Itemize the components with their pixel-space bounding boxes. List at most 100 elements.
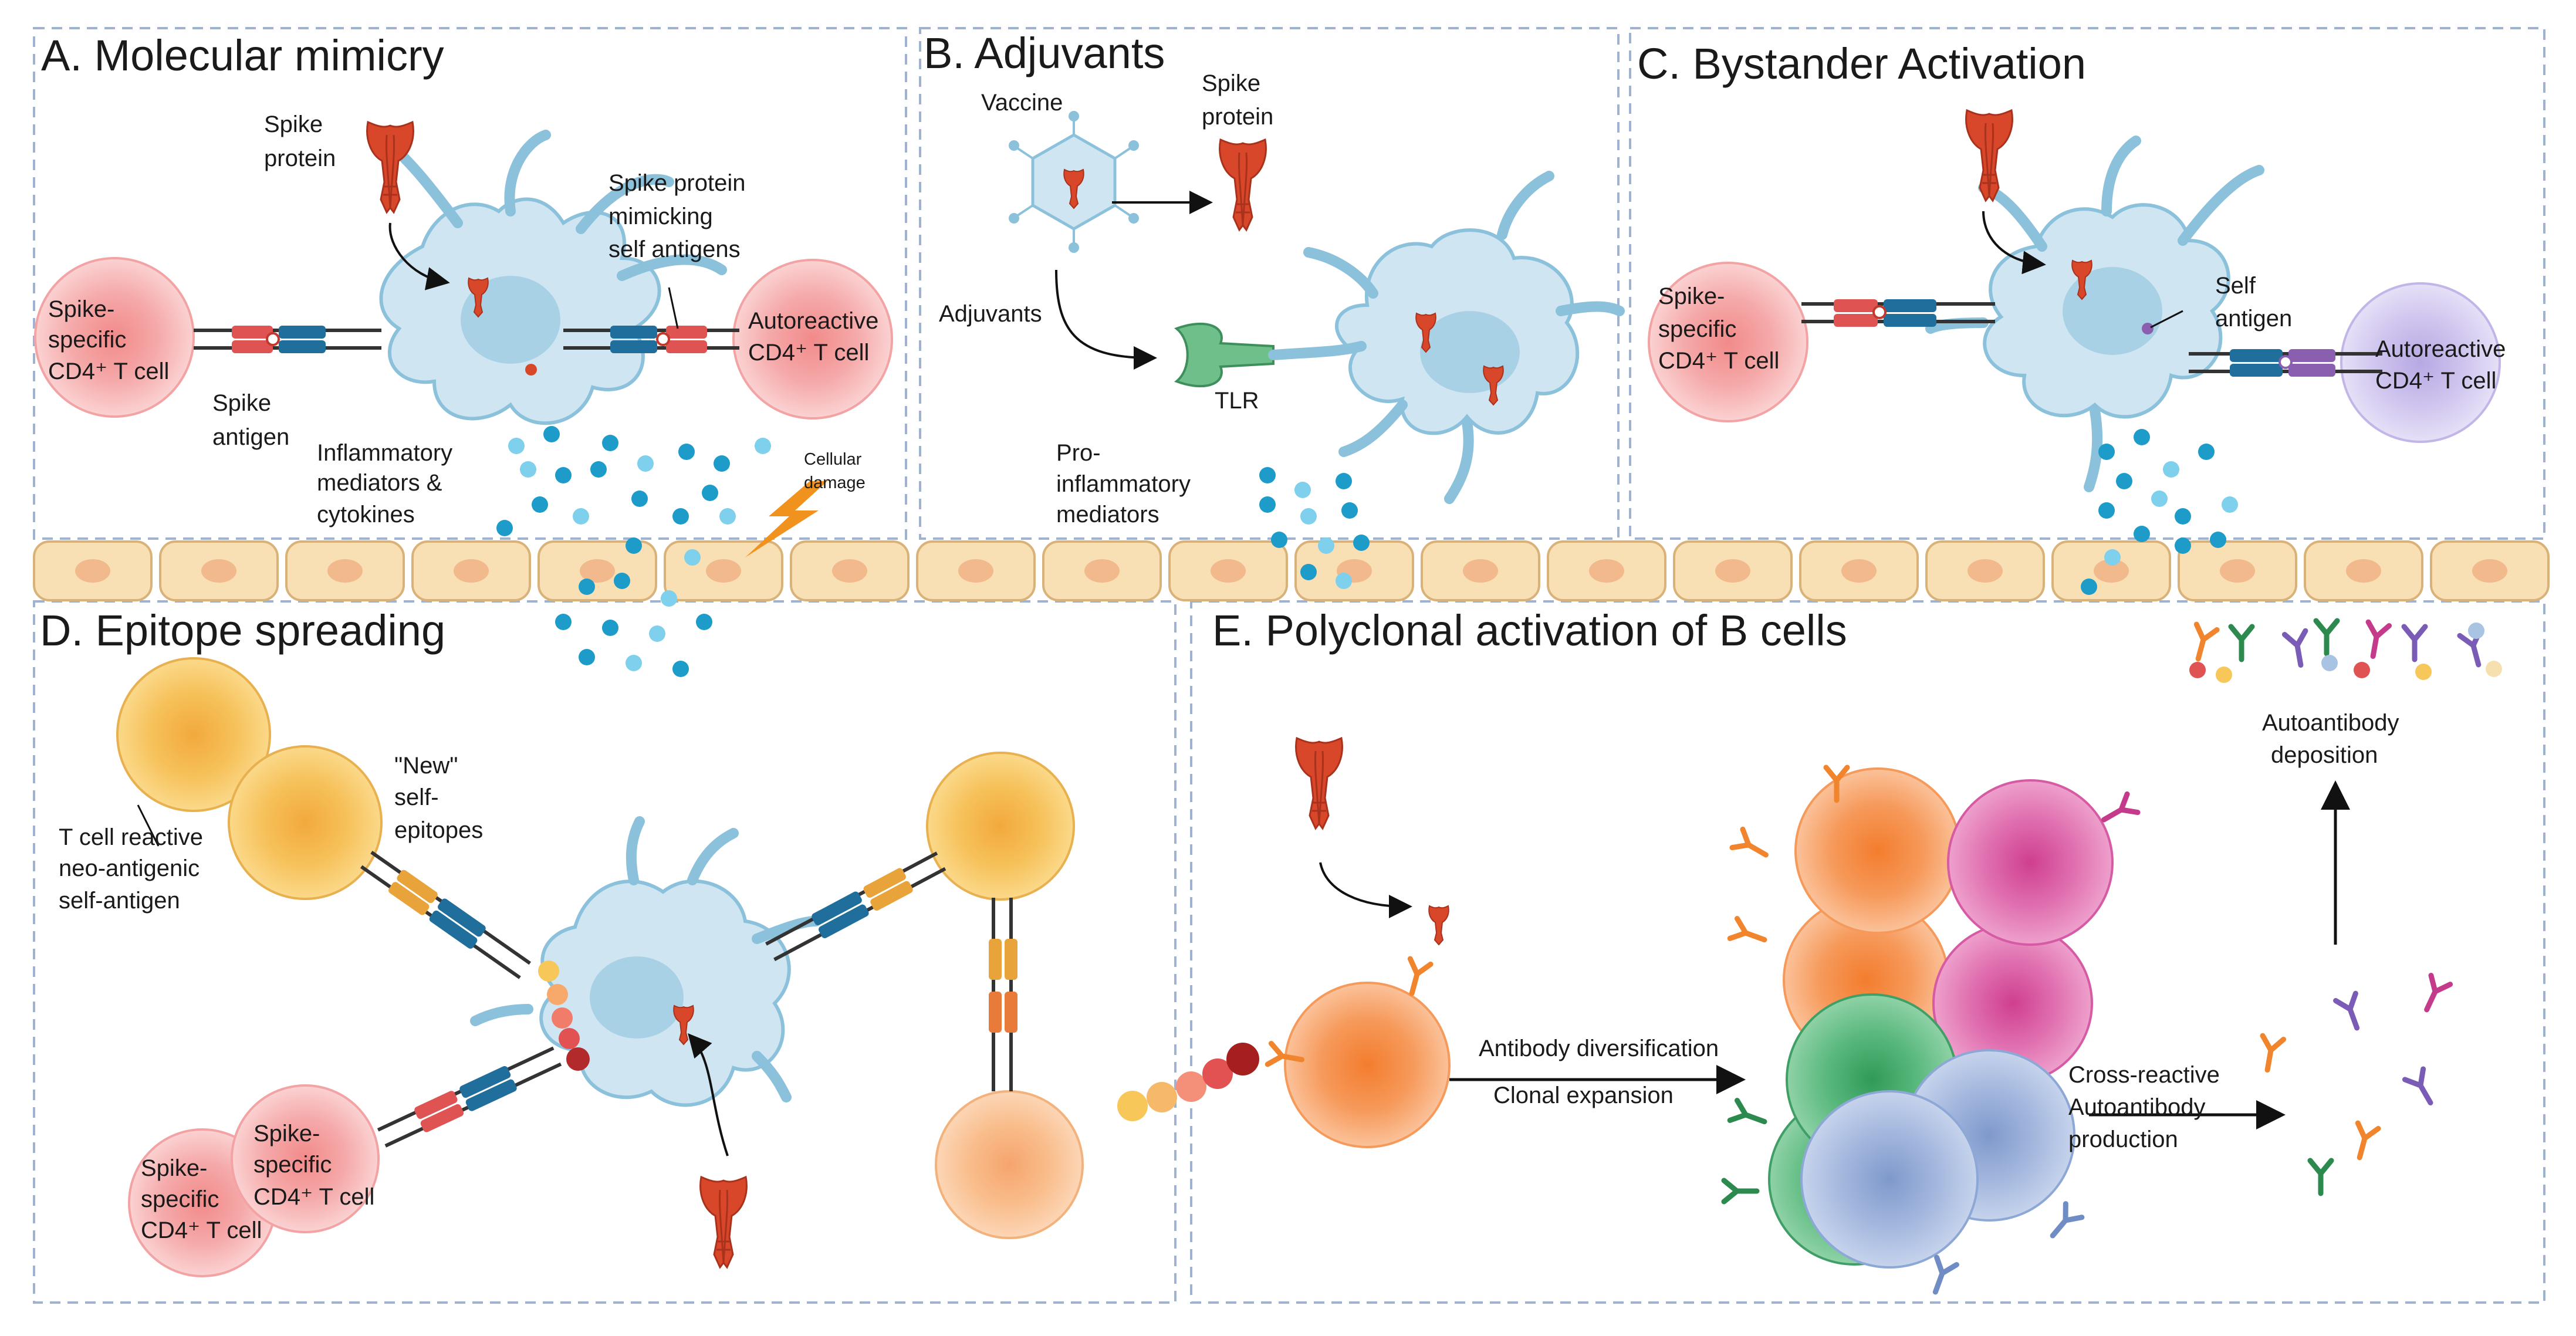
tlr-receptor: [1174, 322, 1275, 388]
cytokine-dot: [719, 508, 736, 525]
panel-b-border: [919, 27, 1620, 540]
cytokine-dot: [2104, 549, 2121, 566]
panel-e: Antibody diversification Clonal expansio…: [1267, 621, 2502, 1296]
cytokine-dot: [2210, 532, 2226, 548]
cytokine-dot: [2098, 444, 2115, 460]
dendrite-arms-d: [470, 816, 821, 1102]
uptake-arrow-e: [1319, 862, 1412, 918]
epitope-chain-e: [1117, 1043, 1259, 1121]
cytokine-dot: [714, 455, 730, 472]
cytokine-dot: [755, 438, 771, 454]
cytokine-dot: [590, 461, 607, 478]
tcr-mhc-right-c: [2189, 349, 2382, 377]
panel-d-title: D. Epitope spreading: [40, 606, 445, 655]
epithelial-nucleus: [327, 559, 363, 583]
dendrite-arms: [394, 130, 727, 281]
cytokine-dot: [649, 625, 665, 642]
self-antigen-pointer: [2150, 310, 2183, 329]
diversification-label: Antibody diversification: [1479, 1036, 1719, 1061]
cytokine-dot: [508, 438, 525, 454]
dendrite-arms-b: [1268, 171, 1625, 504]
dc-nucleus: [461, 276, 560, 364]
epitope-beads-d: [538, 960, 590, 1071]
epithelial-nucleus: [832, 559, 867, 583]
cytokine-dot: [1318, 537, 1334, 554]
tcr-d-lower-left: [377, 1046, 562, 1148]
dendrite-arms-c: [1925, 136, 2264, 492]
cytokine-dot: [702, 485, 718, 501]
cytokine-dot: [2134, 526, 2150, 542]
epithelial-nucleus: [1841, 559, 1877, 583]
cytokine-dot: [2175, 537, 2191, 554]
epithelial-nucleus: [1084, 559, 1120, 583]
epithelial-nucleus: [2094, 559, 2129, 583]
panel-c-title: C. Bystander Activation: [1637, 39, 2086, 88]
epithelial-nucleus: [580, 559, 615, 583]
cytokine-dot: [696, 614, 712, 630]
cytokine-dot: [1300, 564, 1317, 580]
cytokine-dot: [579, 579, 595, 595]
cytokine-dot: [555, 467, 572, 483]
cytokine-dot: [1341, 502, 1358, 519]
damage-bolt: [745, 481, 827, 557]
new-epitopes-pointer: [137, 804, 160, 847]
adjuvant-arrow: [1055, 269, 1157, 370]
yellow-t-cell-2: [228, 745, 383, 900]
panel-c-border: [1629, 27, 2545, 540]
tcr-mhc-left-c: [1801, 299, 1995, 327]
cytokine-dot: [602, 620, 618, 636]
cytokine-dot: [1300, 508, 1317, 525]
epithelial-layer: [33, 540, 2550, 601]
cytokine-dots: [496, 426, 2238, 677]
epithelial-nucleus: [1589, 559, 1624, 583]
cytokine-dot: [684, 549, 701, 566]
epithelial-nucleus: [1715, 559, 1750, 583]
cytokine-dot: [614, 573, 630, 589]
cytokine-dot: [2175, 508, 2191, 525]
cytokine-dot: [1271, 532, 1287, 548]
spike-protein-icon-b: [1219, 138, 1267, 231]
yellow-t-cell-3: [926, 752, 1075, 901]
cytokine-dot: [1294, 482, 1311, 498]
antigen-dot: [525, 364, 537, 376]
epithelial-nucleus: [958, 559, 993, 583]
vaccine-label: Vaccine: [981, 90, 1063, 116]
cytokine-dot: [672, 508, 689, 525]
cytokine-dot: [573, 508, 589, 525]
cytokine-dot: [1259, 496, 1276, 513]
cytokine-dot: [2163, 461, 2179, 478]
cytokine-dot: [2198, 444, 2215, 460]
self-antigen-dot: [2142, 323, 2154, 334]
epithelial-nucleus: [2472, 559, 2507, 583]
epithelial-nucleus: [1211, 559, 1246, 583]
cytokine-dot: [1259, 467, 1276, 483]
spike-protein-icon-c: [1965, 109, 2013, 202]
cytokine-dot: [637, 455, 654, 472]
yellow-t-cell-1: [116, 657, 271, 812]
cytokine-dot: [2134, 429, 2150, 445]
epithelial-nucleus: [201, 559, 236, 583]
cytokine-dot: [2116, 473, 2132, 489]
cytokine-dot: [602, 435, 618, 451]
cytokine-dot: [2098, 502, 2115, 519]
naive-b-cell: [1284, 982, 1451, 1148]
autoreactive-t-cell: [732, 259, 893, 420]
epithelial-nucleus: [706, 559, 741, 583]
expansion-label: Clonal expansion: [1493, 1083, 1674, 1108]
tcr-d-upper-left: [360, 851, 531, 979]
